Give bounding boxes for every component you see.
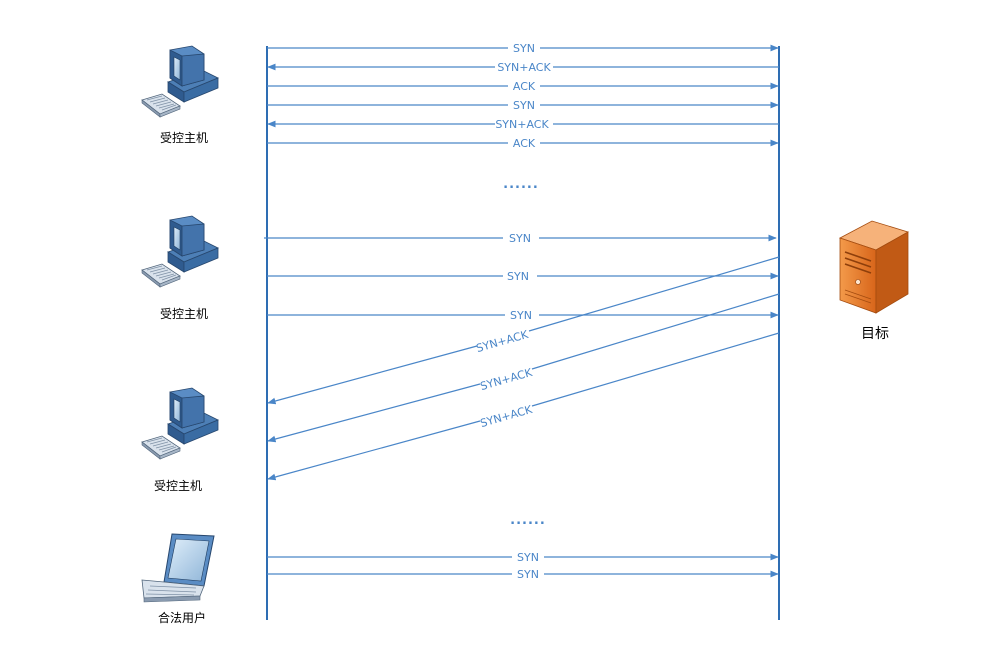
message-label: SYN: [513, 42, 535, 55]
server-icon: [838, 220, 910, 314]
message-label: SYN+ACK: [497, 61, 551, 74]
target-server: 目标: [838, 220, 910, 342]
message-arrow: SYN: [267, 568, 779, 581]
message-arrow: ACK: [267, 137, 779, 150]
message-arrow-diagonal: SYN+ACK: [267, 332, 780, 481]
message-label: SYN+ACK: [479, 366, 535, 393]
message-arrow: SYN: [267, 42, 779, 55]
message-arrow: ACK: [267, 80, 779, 93]
desktop-computer-icon: [141, 387, 219, 460]
message-label: SYN+ACK: [479, 403, 535, 430]
controlled-host-2: 受控主机: [141, 215, 219, 321]
message-label: SYN: [513, 99, 535, 112]
message-arrow: SYN+ACK: [267, 118, 779, 131]
host-label: 受控主机: [160, 307, 208, 321]
controlled-host-3: 受控主机: [141, 387, 219, 493]
message-arrow: SYN: [264, 232, 777, 245]
message-label: SYN: [509, 232, 531, 245]
desktop-computer-icon: [141, 215, 219, 288]
ellipsis: ......: [510, 513, 546, 528]
legitimate-user: 合法用户: [141, 533, 215, 625]
message-arrow: SYN: [267, 99, 779, 112]
message-label: SYN+ACK: [495, 118, 549, 131]
message-arrow: SYN: [267, 309, 779, 322]
messages: SYN SYN+ACK ACK SYN SYN+ACK ACK ......: [264, 42, 780, 581]
message-label: SYN+ACK: [475, 328, 531, 355]
message-arrow: SYN: [267, 551, 779, 564]
message-label: ACK: [513, 137, 536, 150]
message-label: SYN: [507, 270, 529, 283]
message-label: SYN: [517, 551, 539, 564]
desktop-computer-icon: [141, 45, 219, 118]
user-label: 合法用户: [158, 610, 206, 625]
ellipsis: ......: [503, 177, 539, 192]
message-label: SYN: [517, 568, 539, 581]
message-arrow: SYN+ACK: [267, 61, 779, 74]
host-label: 受控主机: [154, 479, 202, 493]
controlled-host-1: 受控主机: [141, 45, 219, 145]
message-label: ACK: [513, 80, 536, 93]
target-label: 目标: [861, 326, 889, 342]
laptop-icon: [141, 533, 215, 603]
host-label: 受控主机: [160, 131, 208, 145]
message-arrow: SYN: [267, 270, 779, 283]
message-label: SYN: [510, 309, 532, 322]
